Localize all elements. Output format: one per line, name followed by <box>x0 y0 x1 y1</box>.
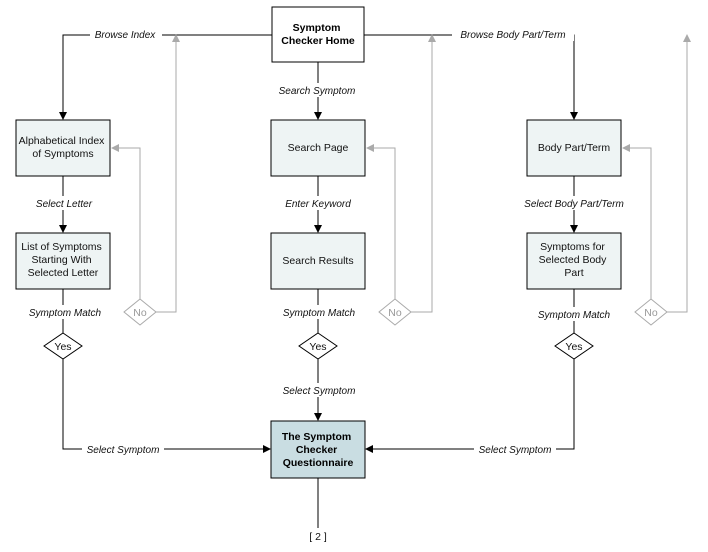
alpha-line-2: of Symptoms <box>32 148 93 160</box>
decision-no-left-label: No <box>133 307 147 319</box>
label-browse-body: Browse Body Part/Term <box>460 30 565 41</box>
decision-yes-center[interactable]: Yes <box>298 332 338 360</box>
no-path-left-to-alpha <box>111 144 141 299</box>
search-page-label: Search Page <box>288 142 349 154</box>
symptoms-body-line-1: Symptoms for <box>540 241 605 253</box>
node-search-results[interactable]: Search Results <box>270 232 366 290</box>
edge-home-to-alpha <box>59 34 272 120</box>
decision-yes-left-label: Yes <box>54 341 71 353</box>
node-alphabetical-index[interactable]: Alphabetical Index of Symptoms <box>15 119 111 177</box>
list-line-1: List of Symptoms <box>21 241 102 253</box>
decision-no-center[interactable]: No <box>378 298 412 326</box>
svg-text:List of Symptoms Start: List of Symptoms Starting With Selected … <box>21 241 104 279</box>
symptoms-body-line-3: Part <box>564 267 583 279</box>
label-search-symptom: Search Symptom <box>279 86 356 97</box>
decision-yes-left[interactable]: Yes <box>43 332 83 360</box>
home-line-1: Symptom <box>293 22 341 34</box>
nodes: Symptom Checker Home Alphabetical Index … <box>15 6 622 479</box>
decision-yes-center-label: Yes <box>309 341 326 353</box>
label-symptom-match-center: Symptom Match <box>283 308 356 319</box>
svg-text:The Symptom Checker: The Symptom Checker Questionnaire <box>282 431 354 469</box>
label-select-symptom-left: Select Symptom <box>87 445 160 456</box>
svg-text:Symptoms for Selected: Symptoms for Selected Body Part <box>539 241 610 279</box>
decision-yes-right-label: Yes <box>565 341 582 353</box>
alpha-line-1: Alphabetical Index <box>19 135 106 147</box>
body-part-label: Body Part/Term <box>538 142 611 154</box>
label-enter-keyword: Enter Keyword <box>285 199 351 210</box>
svg-text:Alphabetical Index of: Alphabetical Index of Symptoms <box>19 135 108 160</box>
questionnaire-line-3: Questionnaire <box>283 457 354 469</box>
no-path-center-to-home <box>411 34 436 313</box>
home-line-2: Checker Home <box>281 35 355 47</box>
no-path-center-to-search <box>366 144 396 299</box>
edge-home-to-body <box>364 34 578 120</box>
label-symptom-match-right: Symptom Match <box>538 310 611 321</box>
node-symptom-checker-home[interactable]: Symptom Checker Home <box>271 6 365 63</box>
list-line-3: Selected Letter <box>28 267 99 279</box>
decision-no-left[interactable]: No <box>123 298 157 326</box>
label-browse-index: Browse Index <box>95 30 157 41</box>
label-select-symptom-center: Select Symptom <box>283 386 356 397</box>
decision-yes-right[interactable]: Yes <box>554 332 594 360</box>
edge-labels: Browse Index Search Symptom Browse Body … <box>22 27 632 456</box>
list-line-2: Starting With <box>31 254 91 266</box>
no-path-left-to-home <box>156 34 180 313</box>
node-search-page[interactable]: Search Page <box>270 119 366 177</box>
questionnaire-line-2: Checker <box>296 444 337 456</box>
node-list-of-symptoms[interactable]: List of Symptoms Starting With Selected … <box>15 232 111 290</box>
node-symptom-checker-questionnaire[interactable]: The Symptom Checker Questionnaire <box>270 420 366 479</box>
label-select-symptom-right: Select Symptom <box>479 445 552 456</box>
label-symptom-match-left: Symptom Match <box>29 308 102 319</box>
node-symptoms-for-body-part[interactable]: Symptoms for Selected Body Part <box>526 232 622 290</box>
no-path-right-to-home <box>667 34 691 313</box>
decision-no-right[interactable]: No <box>634 298 668 326</box>
decision-no-right-label: No <box>644 307 658 319</box>
decision-no-center-label: No <box>388 307 402 319</box>
no-paths <box>111 34 691 313</box>
svg-text:Symptom Checker Home: Symptom Checker Home <box>281 22 355 47</box>
decisions: No No No Yes Yes Yes <box>43 298 668 360</box>
label-select-body: Select Body Part/Term <box>524 199 624 210</box>
search-results-label: Search Results <box>282 255 353 267</box>
edge-yes-left-to-questionnaire <box>62 359 271 453</box>
questionnaire-line-1: The Symptom <box>282 431 351 443</box>
edge-yes-right-to-questionnaire <box>365 359 575 453</box>
no-path-right-to-body <box>622 144 652 299</box>
label-select-letter: Select Letter <box>36 199 93 210</box>
node-body-part-term[interactable]: Body Part/Term <box>526 119 622 177</box>
symptoms-body-line-2: Selected Body <box>539 254 607 266</box>
page-reference[interactable]: [ 2 ] <box>309 531 327 543</box>
